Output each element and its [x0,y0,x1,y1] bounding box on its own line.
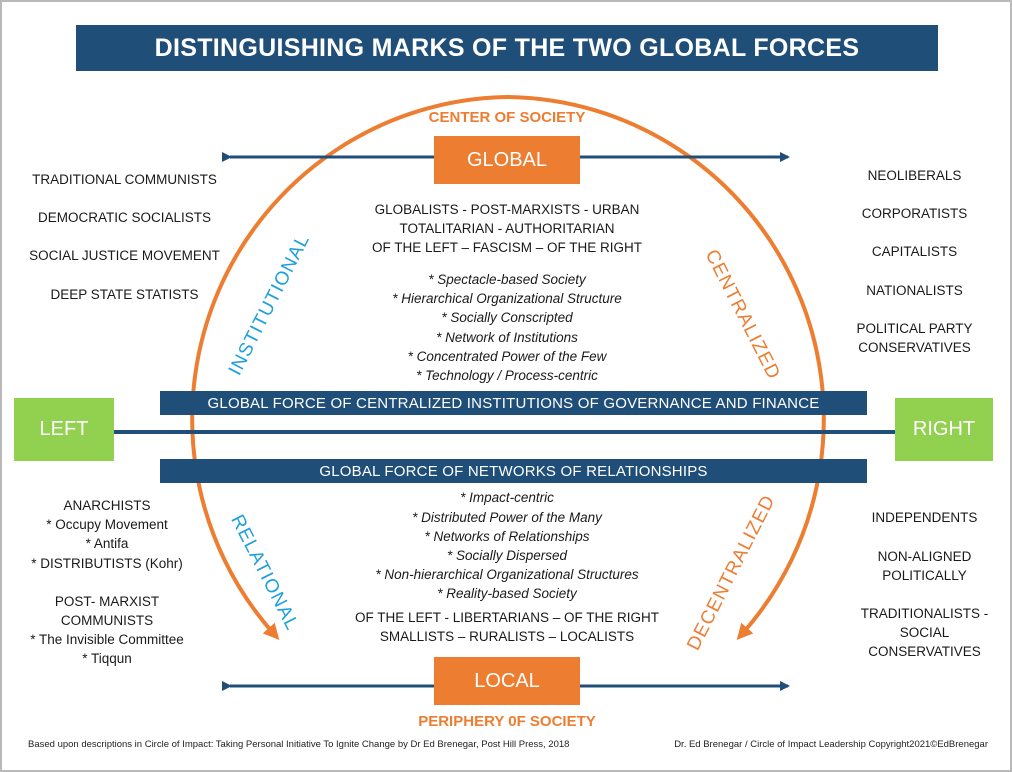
global-box: GLOBAL [434,136,580,184]
group-political-party: POLITICAL PARTY [856,321,973,336]
local-footer-line: OF THE LEFT - LIBERTARIANS – OF THE RIGH… [354,610,660,625]
group-nationalists: NATIONALISTS [866,283,963,298]
group-non-aligned: NON-ALIGNED [877,549,972,564]
global-trait: * Technology / Process-centric [416,368,598,383]
networks-of-relationships-bar: GLOBAL FORCE OF NETWORKS OF RELATIONSHIP… [160,459,867,483]
global-trait: * Concentrated Power of the Few [407,349,607,364]
global-header-line: TOTALITARIAN - AUTHORITARIAN [399,221,615,236]
local-box: LOCAL [434,657,580,705]
right-box: RIGHT [895,398,993,461]
local-trait: * Reality-based Society [437,586,577,601]
group-corporatists: CORPORATISTS [861,206,968,221]
group-capitalists: CAPITALISTS [871,244,958,259]
local-trait: * Socially Dispersed [446,548,568,563]
local-trait: * Non-hierarchical Organizational Struct… [375,567,639,582]
group-traditionalists: TRADITIONALISTS - [860,606,989,621]
global-header-line: OF THE LEFT – FASCISM – OF THE RIGHT [371,240,643,255]
group-tiqqun: * Tiqqun [82,651,132,666]
centralized-institutions-bar: GLOBAL FORCE OF CENTRALIZED INSTITUTIONS… [160,391,867,415]
left-box: LEFT [14,398,114,461]
center-of-society-label: CENTER OF SOCIETY [428,109,586,126]
global-trait: * Network of Institutions [436,330,578,345]
group-social-justice-movement: SOCIAL JUSTICE MOVEMENT [29,248,220,263]
group-post-marxist: POST- MARXIST [54,594,160,609]
group-communists: COMMUNISTS [60,613,154,628]
circle-arc-left [190,95,508,640]
circle-arc-right [506,95,826,640]
group-deep-state-statists: DEEP STATE STATISTS [50,287,199,302]
global-header-line: GLOBALISTS - POST-MARXISTS - URBAN [374,202,640,217]
local-trait: * Distributed Power of the Many [412,510,602,525]
local-trait: * Networks of Relationships [424,529,590,544]
global-trait: * Socially Conscripted [441,310,573,325]
local-trait: * Impact-centric [460,490,554,505]
periphery-of-society-label: PERIPHERY 0F SOCIETY [418,713,596,730]
group-traditional-communists: TRADITIONAL COMMUNISTS [32,172,217,187]
group-anarchists: ANARCHISTS [63,498,151,513]
page-title: DISTINGUISHING MARKS OF THE TWO GLOBAL F… [76,25,938,71]
group-antifa: * Antifa [85,536,129,551]
footer-source-note: Based upon descriptions in Circle of Imp… [28,739,570,750]
group-invisible-committee: * The Invisible Committee [30,632,184,647]
global-trait: * Spectacle-based Society [428,272,586,287]
local-footer-line: SMALLISTS – RURALISTS – LOCALISTS [379,629,635,644]
group-independents: INDEPENDENTS [871,510,978,525]
group-conservatives: CONSERVATIVES [858,340,971,355]
global-trait: * Hierarchical Organizational Structure [392,291,622,306]
group-politically: POLITICALLY [882,568,967,583]
group-neoliberals: NEOLIBERALS [867,168,962,183]
group-distributists: * DISTRIBUTISTS (Kohr) [31,556,183,571]
group-social: SOCIAL [899,625,950,640]
group-democratic-socialists: DEMOCRATIC SOCIALISTS [37,210,212,225]
group-social-conservatives: CONSERVATIVES [868,644,981,659]
group-occupy-movement: * Occupy Movement [46,517,168,532]
footer-copyright: Dr. Ed Brenegar / Circle of Impact Leade… [674,739,988,750]
